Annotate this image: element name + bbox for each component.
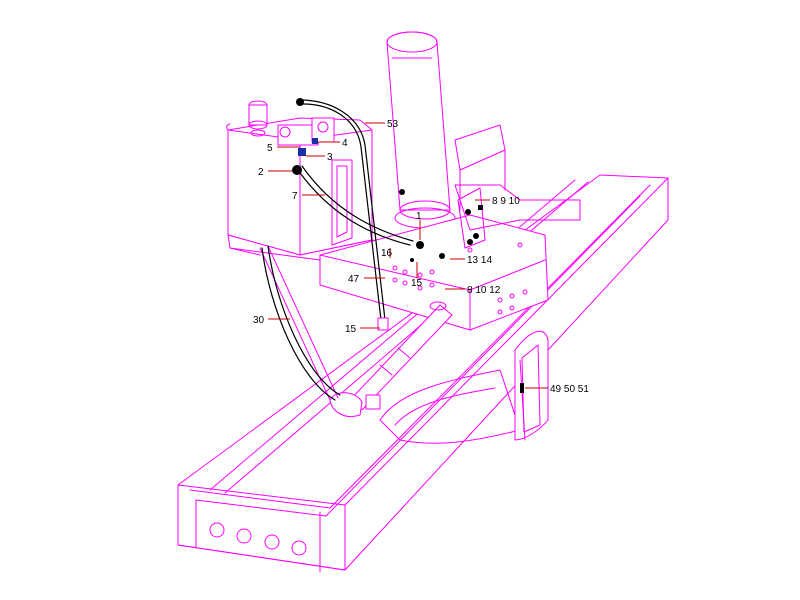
mudflap-bracket [514,330,549,441]
callout-15-upper: 15 [411,262,423,289]
pump-fittings [399,189,483,262]
callout-3: 3 [306,152,333,163]
callout-53: 53 [365,119,399,130]
svg-text:3: 3 [327,152,333,163]
callout-30: 30 [253,315,290,326]
support-strut [259,245,339,401]
callout-8-9-10: 8 9 10 [475,196,520,207]
callout-4: 4 [318,138,348,149]
svg-text:7: 7 [292,191,298,202]
tipping-cylinder [329,301,453,417]
callouts: 53 4 5 3 2 7 8 9 10 1 [253,119,589,395]
svg-text:13 14: 13 14 [467,255,492,266]
svg-text:15: 15 [345,324,357,335]
hydraulic-tank [226,117,373,256]
svg-text:8 9 10: 8 9 10 [492,196,520,207]
callout-7: 7 [292,191,325,202]
rear-rail [454,124,506,211]
telescopic-cylinder [386,31,456,229]
callout-5: 5 [267,143,300,154]
callout-16: 16 [381,248,393,259]
svg-text:53: 53 [387,119,399,130]
callout-1: 1 [416,211,422,240]
svg-text:49 50 51: 49 50 51 [550,384,589,395]
valve-block [277,117,335,175]
callout-13-14: 13 14 [450,255,492,266]
callout-2: 2 [258,167,292,178]
callout-47: 47 [348,274,385,285]
svg-text:15: 15 [411,278,423,289]
rail-lightening-holes [209,522,307,556]
callout-8-10-12: 8 10 12 [445,285,501,296]
svg-text:16: 16 [381,248,393,259]
callout-49-50-51: 49 50 51 [525,384,589,395]
svg-text:4: 4 [342,138,348,149]
svg-text:30: 30 [253,315,265,326]
filler-cap [248,100,268,137]
svg-text:1: 1 [416,211,422,222]
hydraulic-hoses [261,98,414,401]
svg-text:47: 47 [348,274,360,285]
callout-15-lower: 15 [345,324,380,335]
frame-bolt-holes [392,242,528,315]
svg-text:2: 2 [258,167,264,178]
svg-text:5: 5 [267,143,273,154]
svg-text:8 10 12: 8 10 12 [467,285,501,296]
